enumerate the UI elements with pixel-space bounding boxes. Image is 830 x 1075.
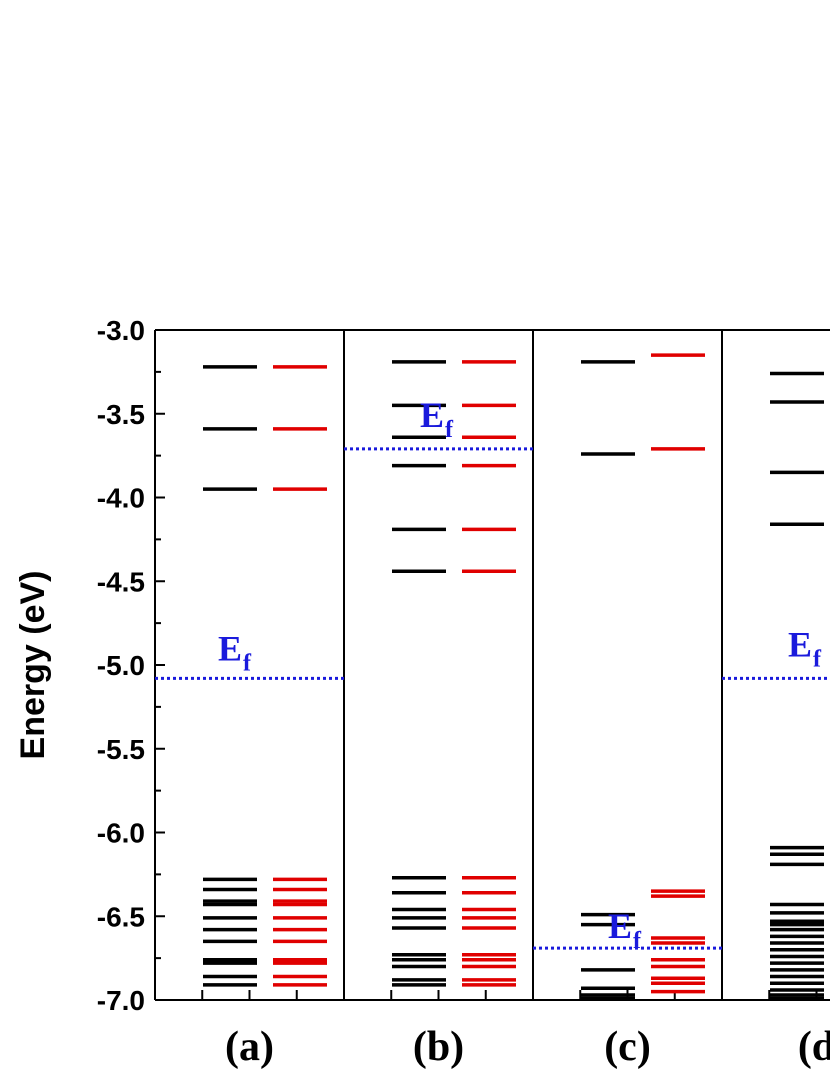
y-tick-label: -5.5 <box>97 734 145 765</box>
y-tick-label: -7.0 <box>97 985 145 1016</box>
panel-label: (a) <box>225 1024 274 1070</box>
y-tick-label: -6.5 <box>97 901 145 932</box>
y-tick-label: -4.0 <box>97 483 145 514</box>
y-tick-label: -3.0 <box>97 315 145 346</box>
y-tick-label: -3.5 <box>97 399 145 430</box>
panel-label: (c) <box>604 1024 651 1070</box>
fermi-level-label: Ef <box>218 628 252 676</box>
axes-layer <box>154 329 830 1001</box>
y-tick-label: -4.5 <box>97 566 145 597</box>
fermi-level-subscript: f <box>633 928 642 954</box>
levels-layer <box>155 353 830 1001</box>
panel-label: (d <box>798 1024 830 1070</box>
fermi-level-subscript: f <box>243 650 252 676</box>
y-tick-label: -6.0 <box>97 818 145 849</box>
fermi-level-label: Ef <box>788 624 822 672</box>
fermi-level-subscript: f <box>813 646 822 672</box>
y-axis-title: Energy (eV) <box>14 571 52 760</box>
panel-label: (b) <box>413 1024 464 1070</box>
y-tick-label: -5.0 <box>97 650 145 681</box>
fermi-level-subscript: f <box>445 417 454 443</box>
text-layer: Energy (eV) -3.0 -3.5 -4.0 -4.5 -5.0 -5.5 -6.0… <box>14 315 830 1070</box>
